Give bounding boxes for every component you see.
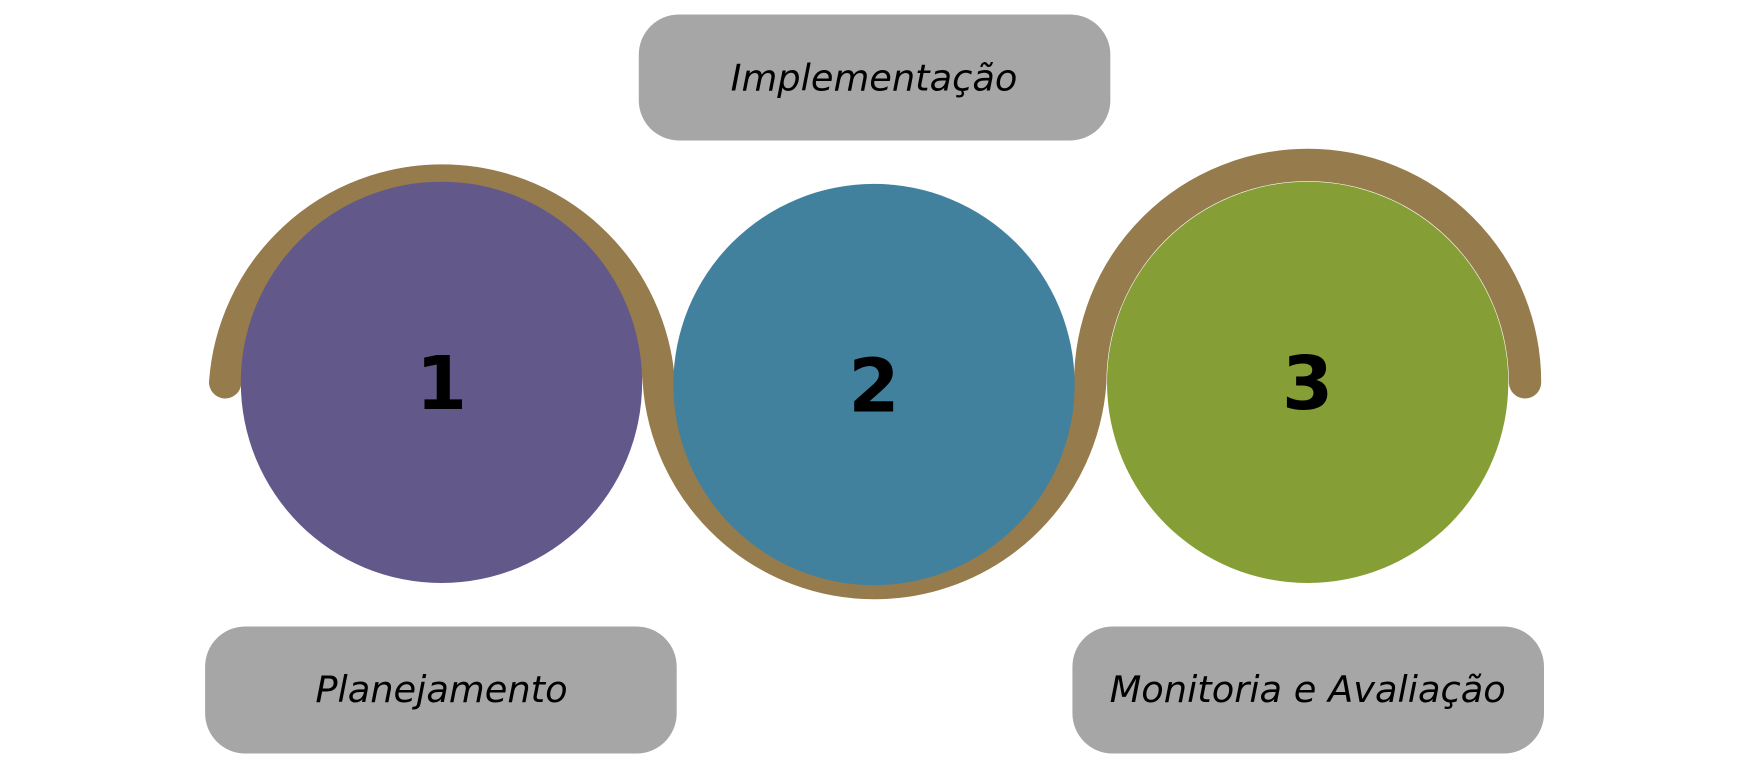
step-2-number: 2 <box>848 344 899 429</box>
step-2: 2 <box>673 183 1075 586</box>
step-1-circle <box>240 181 643 583</box>
step-3-circle <box>1106 181 1509 583</box>
label-box-planejamento: Planejamento <box>205 626 677 754</box>
label-planejamento: Planejamento <box>315 668 567 711</box>
label-box-implementacao: Implementação <box>638 14 1111 141</box>
label-box-monitoria: Monitoria e Avaliação <box>1072 626 1544 754</box>
step-1-number: 1 <box>416 342 467 427</box>
step-3: 3 <box>1106 181 1509 583</box>
label-implementacao: Implementação <box>731 56 1018 99</box>
step-2-circle <box>673 183 1075 586</box>
label-monitoria-avaliacao: Monitoria e Avaliação <box>1110 668 1506 711</box>
step-1: 1 <box>240 181 643 583</box>
step-3-number: 3 <box>1282 342 1333 427</box>
